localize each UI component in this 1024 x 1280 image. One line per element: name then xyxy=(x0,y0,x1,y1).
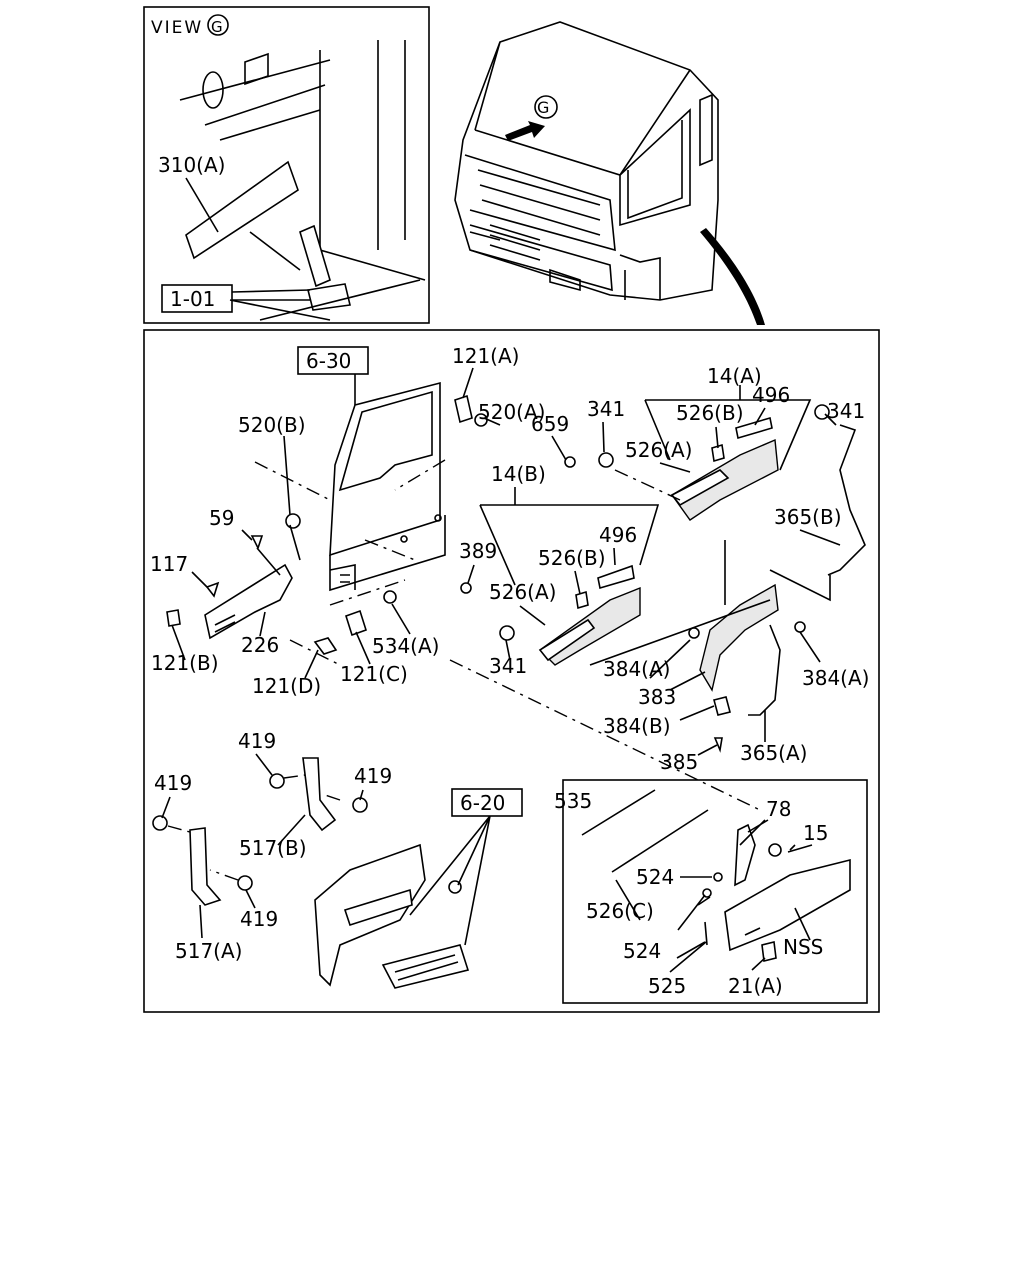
label-365b: 365(B) xyxy=(774,505,842,529)
label-121b: 121(B) xyxy=(151,651,219,675)
label-341-mid: 341 xyxy=(587,397,625,421)
clip-121c xyxy=(345,609,367,637)
label-524-b: 524 xyxy=(623,939,661,963)
callout-labels: 121(A) 520(A) 520(B) 59 117 121(B) 226 1… xyxy=(150,344,869,998)
label-384a-right: 384(A) xyxy=(802,666,869,690)
label-526a-top: 526(A) xyxy=(625,438,692,462)
screw-117 xyxy=(205,581,220,598)
step-plate xyxy=(381,944,470,989)
label-14b: 14(B) xyxy=(491,462,546,486)
clip-121b xyxy=(166,609,181,627)
label-659: 659 xyxy=(531,412,569,436)
label-59: 59 xyxy=(209,506,234,530)
label-517a: 517(A) xyxy=(175,939,242,963)
bracket-226 xyxy=(204,563,293,640)
label-15: 15 xyxy=(803,821,828,845)
bracket-517b xyxy=(302,757,337,832)
label-341-top: 341 xyxy=(827,399,865,423)
label-517b: 517(B) xyxy=(239,836,307,860)
bolt-341-lower xyxy=(499,625,515,641)
trim-496-upper xyxy=(735,416,773,440)
label-121c: 121(C) xyxy=(340,662,408,686)
screw-59 xyxy=(250,535,264,551)
bracket-517a xyxy=(189,827,222,906)
ref-6-30: 6-30 xyxy=(306,349,351,373)
label-526a-mid: 526(A) xyxy=(489,580,556,604)
nut-520b xyxy=(285,513,301,529)
label-385: 385 xyxy=(660,750,698,774)
side-panel-nss xyxy=(724,858,851,952)
label-plate xyxy=(185,160,299,260)
label-535: 535 xyxy=(554,789,592,813)
screw-385 xyxy=(713,737,723,753)
brackets-517 xyxy=(152,757,368,906)
pedal xyxy=(299,224,331,288)
bracket-78 xyxy=(734,823,756,887)
view-marker-circle xyxy=(207,14,229,36)
label-524-a: 524 xyxy=(636,865,674,889)
ref-1-01: 1-01 xyxy=(170,287,215,311)
label-389: 389 xyxy=(459,539,497,563)
screw-659 xyxy=(564,456,576,468)
label-nss: NSS xyxy=(783,935,823,959)
label-419-b: 419 xyxy=(354,764,392,788)
pointer-arrow xyxy=(700,228,765,325)
label-121a: 121(A) xyxy=(452,344,519,368)
label-365a: 365(A) xyxy=(740,741,807,765)
view-title: VIEW xyxy=(151,18,203,38)
step-assembly: 6-20 xyxy=(314,788,523,989)
bolt-389 xyxy=(460,582,472,594)
clip-121d xyxy=(313,637,338,655)
clip-21a xyxy=(761,941,777,962)
trim-496-lower xyxy=(597,564,635,590)
label-121d: 121(D) xyxy=(252,674,321,698)
label-226: 226 xyxy=(241,633,279,657)
clip-121a xyxy=(454,394,473,424)
label-520b: 520(B) xyxy=(238,413,306,437)
label-526b-mid: 526(B) xyxy=(538,546,606,570)
mudguard-panel xyxy=(699,583,779,692)
mudguard-383 xyxy=(589,540,831,753)
label-534a: 534(A) xyxy=(372,634,439,658)
label-419-a: 419 xyxy=(238,729,276,753)
label-419-c: 419 xyxy=(154,771,192,795)
label-496-top: 496 xyxy=(752,383,790,407)
left-fasteners xyxy=(166,394,488,666)
view-g-inset: VIEW G 310(A) 1-01 xyxy=(143,6,430,324)
label-78: 78 xyxy=(766,797,791,821)
label-117: 117 xyxy=(150,552,188,576)
ref-6-20: 6-20 xyxy=(460,791,505,815)
label-21a: 21(A) xyxy=(728,974,783,998)
label-384b: 384(B) xyxy=(603,714,671,738)
screw-15 xyxy=(768,843,782,857)
screw-534a xyxy=(383,590,397,604)
label-383: 383 xyxy=(638,685,676,709)
sub-frame xyxy=(562,779,868,1004)
clip-384b xyxy=(713,696,731,716)
label-496-mid: 496 xyxy=(599,523,637,547)
door-assembly: 6-30 xyxy=(297,346,761,811)
main-frame xyxy=(143,329,880,1013)
strip-526c xyxy=(611,809,709,873)
bolt-341-mid xyxy=(598,452,614,468)
label-14a: 14(A) xyxy=(707,364,762,388)
view-marker: G xyxy=(211,18,223,36)
label-341-low: 341 xyxy=(489,654,527,678)
label-526c: 526(C) xyxy=(586,899,654,923)
label-526b-top: 526(B) xyxy=(676,401,744,425)
truck-cab: G xyxy=(454,21,765,325)
view-arrow-icon xyxy=(505,121,545,141)
leader-lines xyxy=(161,367,841,973)
fender-14a xyxy=(564,399,866,576)
callout-310a: 310(A) xyxy=(158,153,225,177)
fender-14b xyxy=(479,504,660,666)
label-525: 525 xyxy=(648,974,686,998)
truck-view-marker: G xyxy=(537,98,549,117)
side-trim-group xyxy=(581,789,851,962)
label-419-d: 419 xyxy=(240,907,278,931)
